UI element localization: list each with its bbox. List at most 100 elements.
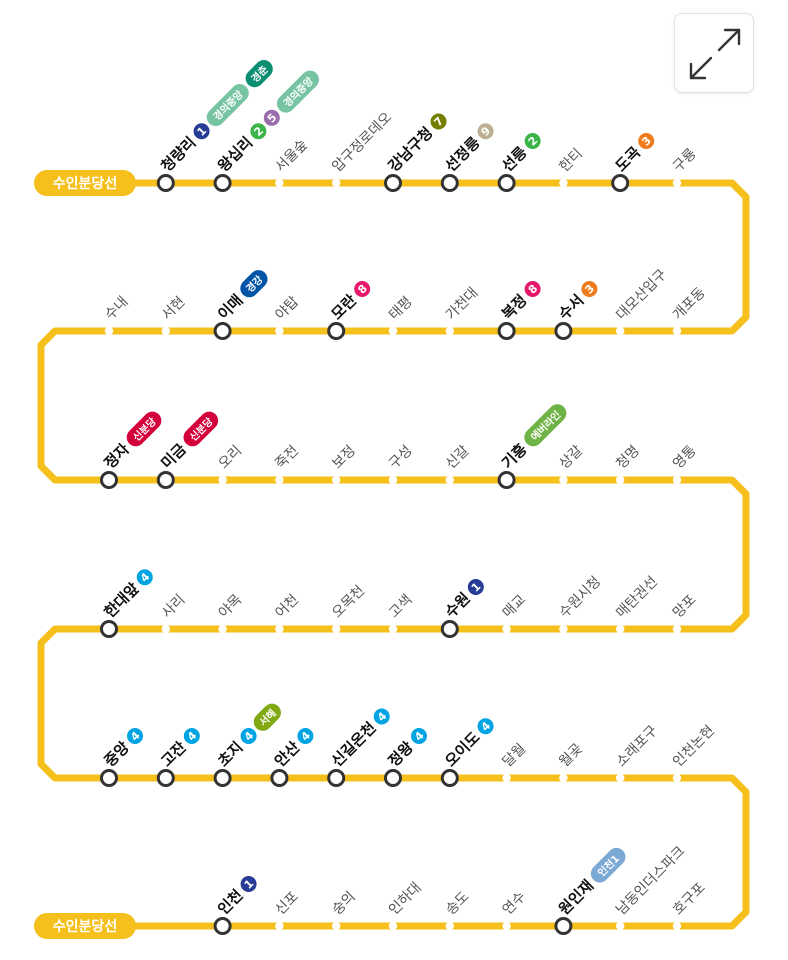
station-name: 숭의 bbox=[329, 889, 359, 919]
station-marker bbox=[672, 178, 682, 188]
station-marker bbox=[104, 326, 114, 336]
transfer-badge-4: 4 bbox=[240, 727, 257, 744]
station-name: 기흥 bbox=[498, 440, 530, 472]
station-marker bbox=[218, 624, 227, 634]
station-name: 죽전 bbox=[272, 443, 302, 473]
transfer-badge-2: 2 bbox=[524, 132, 541, 149]
station-label-group: 구성 bbox=[386, 443, 416, 473]
station-label-group: 사리 bbox=[159, 592, 189, 622]
station-label-group: 오리 bbox=[216, 443, 246, 473]
transfer-station-marker bbox=[611, 174, 630, 192]
station-name: 가천대 bbox=[443, 285, 482, 324]
station-label-group: 가천대 bbox=[443, 285, 482, 324]
station-marker bbox=[672, 624, 682, 634]
station-name: 오목천 bbox=[329, 583, 368, 622]
station-label-group: 선릉2 bbox=[498, 132, 541, 175]
station-marker bbox=[616, 624, 625, 634]
station-marker bbox=[388, 475, 398, 485]
transfer-badge-4: 4 bbox=[127, 727, 144, 744]
station-label-group: 대모산입구 bbox=[613, 266, 670, 323]
station-label-group: 한티 bbox=[556, 146, 586, 176]
transfer-station-marker bbox=[213, 322, 232, 340]
station-인천논현[interactable]: 인천논현 bbox=[670, 723, 718, 783]
station-marker bbox=[275, 326, 284, 336]
transfer-badge-5: 5 bbox=[263, 109, 280, 126]
station-name: 소래포구 bbox=[613, 723, 661, 771]
station-name: 청량리 bbox=[157, 133, 199, 175]
station-label-group: 달월 bbox=[500, 741, 530, 771]
station-marker bbox=[275, 178, 284, 188]
station-label-group: 죽전 bbox=[272, 443, 302, 473]
station-name: 상갈 bbox=[556, 443, 586, 473]
station-label-group: 숭의 bbox=[329, 889, 359, 919]
station-marker bbox=[502, 624, 511, 634]
station-name: 달월 bbox=[500, 741, 530, 771]
station-label-group: 서현 bbox=[159, 294, 189, 324]
station-marker bbox=[445, 921, 454, 931]
transfer-station-marker bbox=[270, 769, 289, 787]
station-marker bbox=[445, 475, 454, 485]
station-name: 수내 bbox=[102, 294, 132, 324]
station-name: 오이도 bbox=[441, 728, 483, 770]
station-압구정로데오[interactable]: 압구정로데오 bbox=[329, 109, 395, 188]
transfer-badge-1: 1 bbox=[467, 578, 484, 595]
station-name: 오리 bbox=[216, 443, 246, 473]
transfer-badge-4: 4 bbox=[477, 718, 494, 735]
transfer-badge-9: 9 bbox=[477, 123, 494, 140]
station-중앙[interactable]: 중앙4 bbox=[100, 724, 147, 787]
station-marker bbox=[275, 921, 284, 931]
station-marker bbox=[161, 624, 170, 634]
transfer-station-marker bbox=[213, 769, 232, 787]
station-name: 호구포 bbox=[670, 880, 709, 919]
expand-button[interactable] bbox=[674, 13, 754, 93]
station-label-group: 야탑 bbox=[272, 294, 302, 324]
transfer-station-marker bbox=[100, 769, 118, 787]
station-label-group: 구룡 bbox=[670, 146, 700, 176]
station-name: 야탑 bbox=[272, 294, 302, 324]
station-label-group: 신포 bbox=[272, 889, 302, 919]
station-label-group: 수원시청 bbox=[556, 574, 604, 622]
station-marker bbox=[559, 475, 568, 485]
station-name: 선정릉 bbox=[441, 133, 483, 175]
transfer-badge-경춘: 경춘 bbox=[245, 60, 273, 88]
station-label-group: 야목 bbox=[216, 592, 246, 622]
transfer-station-marker bbox=[497, 471, 516, 489]
station-수원시청[interactable]: 수원시청 bbox=[556, 574, 604, 634]
station-name: 영통 bbox=[670, 443, 700, 473]
station-label-group: 인천1 bbox=[214, 875, 257, 918]
station-name: 초지 bbox=[214, 738, 246, 770]
station-소래포구[interactable]: 소래포구 bbox=[613, 723, 661, 783]
station-name: 수원시청 bbox=[556, 574, 604, 622]
station-매탄권선[interactable]: 매탄권선 bbox=[613, 574, 661, 634]
station-name: 사리 bbox=[159, 592, 189, 622]
station-marker bbox=[388, 624, 398, 634]
station-marker bbox=[275, 475, 284, 485]
station-name: 구성 bbox=[386, 443, 416, 473]
station-marker bbox=[388, 326, 398, 336]
station-name: 보정 bbox=[329, 443, 359, 473]
transfer-badge-서해: 서해 bbox=[253, 703, 281, 731]
transfer-badge-신분당: 신분당 bbox=[183, 411, 219, 447]
transfer-station-marker bbox=[100, 620, 118, 638]
station-label-group: 오목천 bbox=[329, 583, 368, 622]
transfer-badge-에버라인: 에버라인 bbox=[524, 404, 567, 447]
station-name: 매교 bbox=[500, 592, 530, 622]
station-label-group: 매교 bbox=[500, 592, 530, 622]
station-marker bbox=[332, 178, 341, 188]
expand-arrows-icon bbox=[689, 28, 741, 80]
station-marker bbox=[672, 326, 682, 336]
station-대모산입구[interactable]: 대모산입구 bbox=[613, 266, 670, 336]
station-name: 월곶 bbox=[556, 741, 586, 771]
